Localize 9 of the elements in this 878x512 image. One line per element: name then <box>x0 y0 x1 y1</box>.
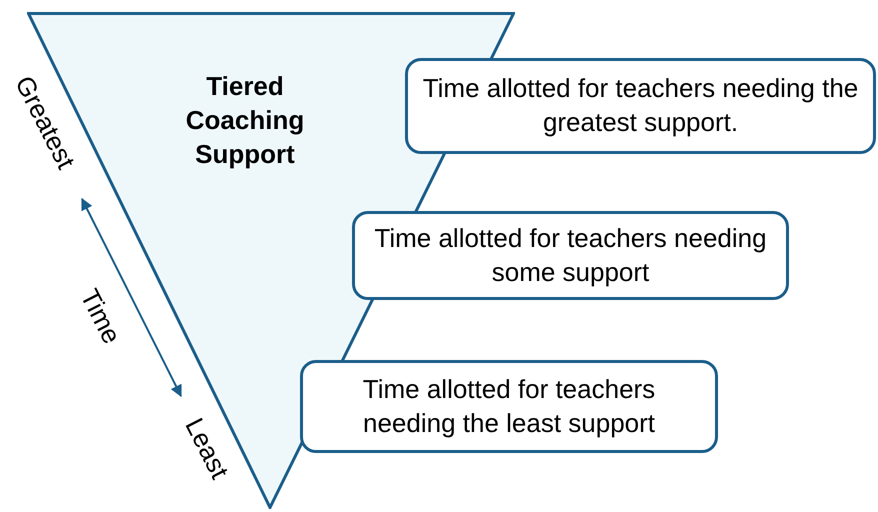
callout-box <box>300 360 718 453</box>
box-text: Time allotted for teachers needing the least support <box>362 372 656 440</box>
box-text: Time allotted for teachers needing some support <box>373 222 768 288</box>
box-text: Time allotted for teachers needing the greatest support. <box>422 72 860 139</box>
triangle-heading: Tiered Coaching Support <box>185 70 305 171</box>
callout-box <box>352 211 789 300</box>
callout-box <box>405 58 876 154</box>
axis-label: Least <box>178 412 236 484</box>
axis-label: Time <box>73 284 127 348</box>
